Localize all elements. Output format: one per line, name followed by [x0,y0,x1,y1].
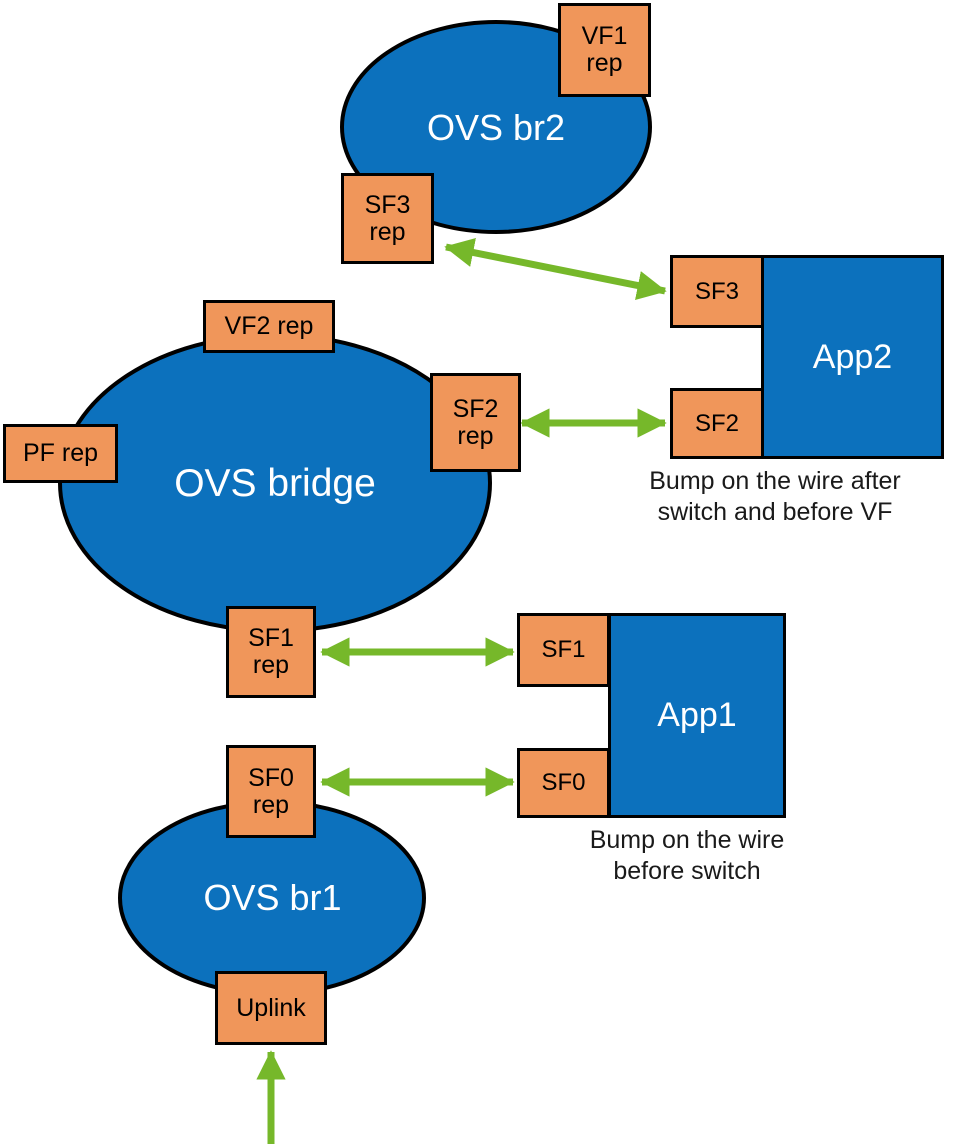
port-vf2-rep[interactable]: VF2 rep [203,300,335,353]
port-pf-rep[interactable]: PF rep [3,424,118,483]
port-sf1-rep-line1: SF1 [248,624,294,652]
ovs-bridge-ellipse [58,333,492,633]
app1-body[interactable]: App1 [608,613,786,818]
app2-caption: Bump on the wire after switch and before… [600,466,950,527]
app2-caption-line2: switch and before VF [657,497,893,526]
app2-port-sf3[interactable]: SF3 [670,255,764,328]
port-sf0-rep[interactable]: SF0 rep [226,745,316,838]
port-uplink[interactable]: Uplink [215,971,327,1045]
port-sf2-rep[interactable]: SF2 rep [430,373,521,472]
port-sf0-rep-line2: rep [252,790,290,819]
port-sf2-rep-line2: rep [457,421,494,450]
app1-caption-line2: before switch [613,856,761,885]
port-vf1-rep-line2: rep [586,49,623,77]
app1-port-sf0[interactable]: SF0 [517,748,610,818]
port-sf1-rep-line2: rep [252,651,290,679]
app1-caption-line1: Bump on the wire [589,826,785,854]
port-sf3-rep-line1: SF3 [364,190,411,219]
port-sf3-rep-line2: rep [369,217,406,246]
port-sf2-rep-line1: SF2 [452,394,499,423]
connector-arrows [256,238,667,1144]
port-vf1-rep[interactable]: VF1 rep [558,3,651,97]
port-sf0-rep-line1: SF0 [248,763,294,792]
connector-sf3 [444,238,667,300]
app2-body[interactable]: App2 [761,255,944,459]
port-vf1-rep-line1: VF1 [581,22,628,50]
app2-caption-line1: Bump on the wire after [649,467,901,495]
port-sf1-rep[interactable]: SF1 rep [226,606,316,698]
app1-caption: Bump on the wire before switch [512,825,862,886]
app1-port-sf1[interactable]: SF1 [517,613,610,687]
app2-port-sf2[interactable]: SF2 [670,388,764,459]
port-sf3-rep[interactable]: SF3 rep [341,173,434,264]
